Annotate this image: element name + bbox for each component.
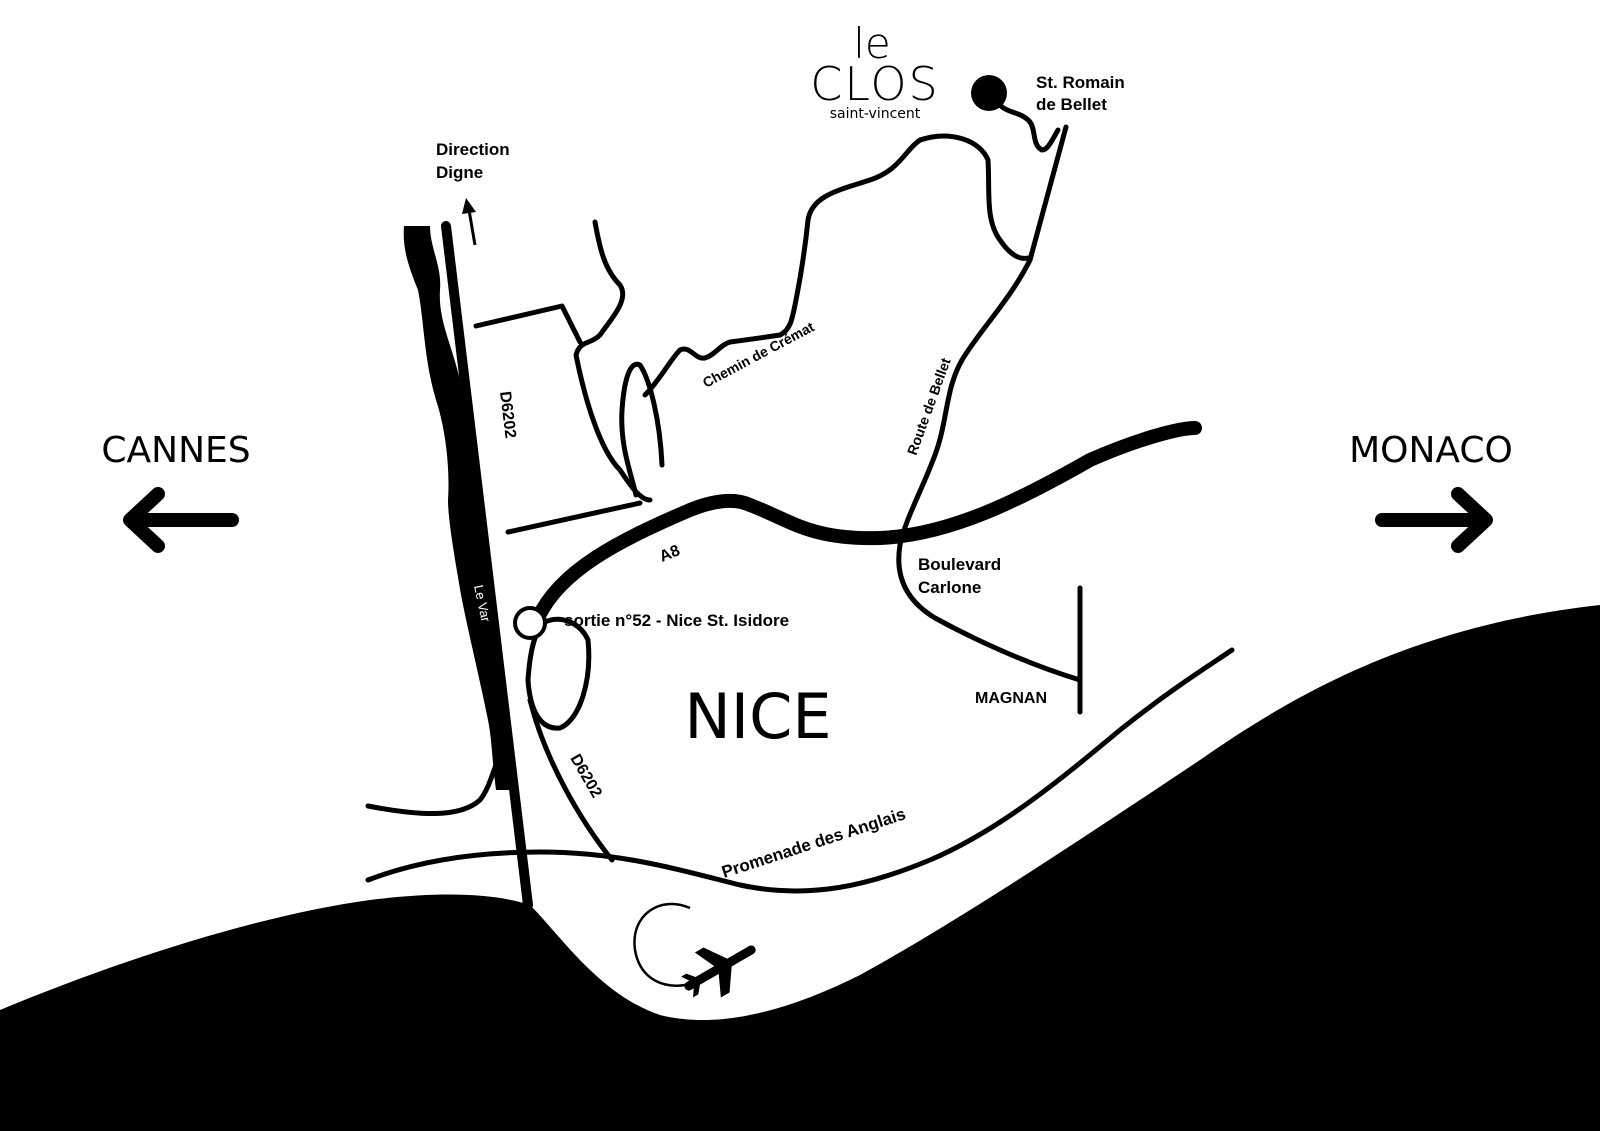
road-st-romain-spur bbox=[993, 97, 1061, 153]
airplane-icon bbox=[633, 902, 756, 998]
label-d6202-north: D6202 bbox=[496, 390, 519, 439]
road-creek bbox=[573, 219, 653, 503]
label-nice: NICE bbox=[684, 680, 831, 753]
arrow-right-icon bbox=[1375, 487, 1493, 553]
road-chemin-cremat bbox=[642, 133, 1031, 398]
road-a8 bbox=[531, 421, 1202, 625]
logo-line3: saint-vincent bbox=[830, 106, 921, 122]
label-chemin-cremat: Chemin de Crémat bbox=[700, 318, 817, 390]
label-destination-line2: de Bellet bbox=[1036, 95, 1107, 114]
road-d6202-a8-link bbox=[505, 500, 643, 535]
label-magnan: MAGNAN bbox=[975, 690, 1047, 707]
label-a8: A8 bbox=[657, 542, 682, 565]
logo-line2: CLOS bbox=[810, 57, 940, 111]
road-west-lower bbox=[365, 762, 499, 817]
road-route-bellet bbox=[896, 124, 1083, 683]
logo-line1: le bbox=[853, 19, 891, 68]
label-monaco: MONACO bbox=[1349, 430, 1513, 471]
arrow-left-icon bbox=[123, 487, 239, 553]
sea bbox=[0, 605, 1600, 1131]
road-creek-loop bbox=[619, 361, 665, 498]
label-boulevard-line2: Carlone bbox=[918, 578, 981, 597]
exit-circle-icon bbox=[513, 606, 547, 640]
road-upper-connector bbox=[473, 303, 583, 345]
road-exit-loop bbox=[525, 616, 592, 731]
logo: le CLOS saint-vincent bbox=[810, 19, 940, 122]
label-exit: sortie n°52 - Nice St. Isidore bbox=[564, 611, 789, 630]
label-promenade: Promenade des Anglais bbox=[719, 804, 908, 881]
label-d6202-south: D6202 bbox=[567, 752, 605, 801]
label-cannes: CANNES bbox=[101, 430, 250, 471]
label-destination-line1: St. Romain bbox=[1036, 73, 1125, 92]
label-direction-line2: Digne bbox=[436, 163, 483, 182]
label-direction-line1: Direction bbox=[436, 140, 510, 159]
road-d6202-south bbox=[527, 697, 615, 863]
road-promenade bbox=[365, 647, 1235, 894]
arrow-up-icon bbox=[462, 198, 477, 246]
river-le-var bbox=[403, 226, 514, 790]
road-d6202-main bbox=[441, 221, 533, 910]
label-boulevard-line1: Boulevard bbox=[918, 555, 1001, 574]
location-dot-icon bbox=[971, 75, 1007, 111]
